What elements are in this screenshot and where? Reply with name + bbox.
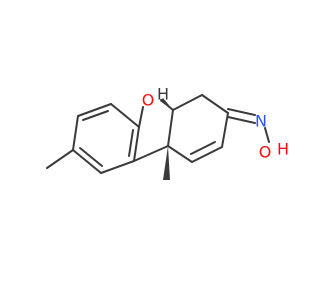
oxime-hydrogen-label: H xyxy=(277,140,289,159)
bond-c5-c1 xyxy=(110,103,140,128)
bond-inner-2 xyxy=(79,147,103,167)
bond-aryl-methyl xyxy=(46,149,74,169)
bond-c7-c8 xyxy=(191,146,223,163)
bond-c3a-c4 xyxy=(100,160,135,174)
bond-c6-c7 xyxy=(221,112,229,148)
oxime-oxygen-label: O xyxy=(259,143,272,162)
cyclohexene-ring xyxy=(167,94,229,163)
stereo-wedge-methyl xyxy=(163,146,170,180)
stereo-wedge-h xyxy=(160,98,173,110)
benzene-ring xyxy=(72,103,140,174)
oxygen-ring-label: O xyxy=(142,91,155,110)
bond-c4-c9b xyxy=(133,145,169,162)
bond-n-o xyxy=(264,127,270,143)
bond-c3-c3a xyxy=(72,149,102,174)
bond-c1-c2 xyxy=(77,103,112,117)
bond-c9b-c4a xyxy=(167,109,174,147)
hydrogen-stereo-label: H xyxy=(157,85,169,104)
bond-c5-o xyxy=(138,106,144,128)
bond-inner-1 xyxy=(82,110,109,121)
nitrogen-label: N xyxy=(255,112,267,131)
bond-c-n-1 xyxy=(227,108,256,116)
bond-c8-c9b xyxy=(167,145,193,163)
bond-c4a-c5 xyxy=(172,94,203,111)
bond-c2-c3 xyxy=(72,115,79,151)
bond-inner-3 xyxy=(128,129,134,157)
bond-c4-c5 xyxy=(133,126,140,162)
molecule-structure: O H N O H xyxy=(46,85,289,180)
bond-c7-c8-double xyxy=(190,141,216,155)
bond-c-n-2 xyxy=(227,116,256,124)
bond-c5-c6 xyxy=(201,94,229,114)
